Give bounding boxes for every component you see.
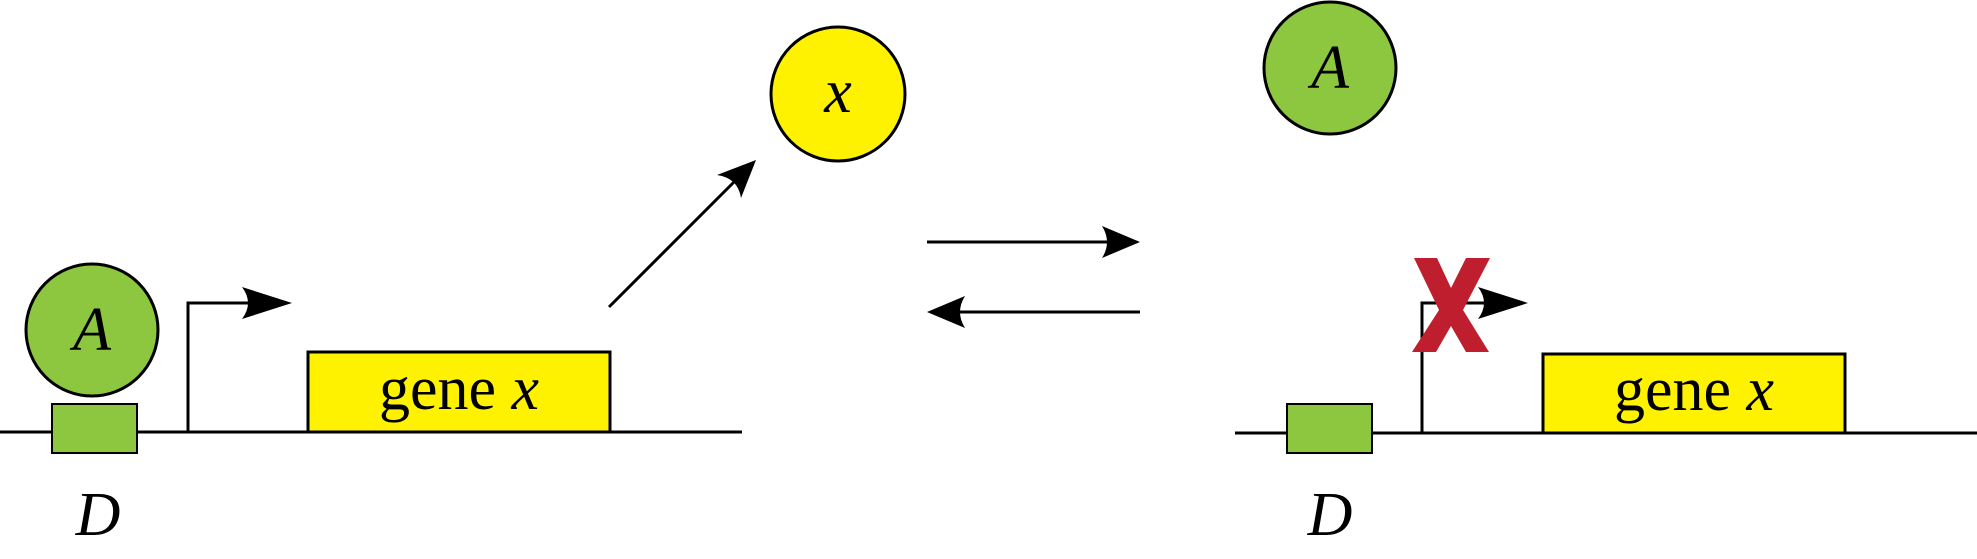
left-promoter-arrowhead-icon — [242, 287, 292, 319]
left-promoter-arrow — [186, 287, 292, 432]
right-binding-site — [1286, 403, 1373, 454]
expression-arrowhead-icon — [717, 160, 756, 198]
right-promoter-arrow — [1420, 287, 1528, 433]
left-gene-label: gene x — [379, 355, 540, 423]
right-activator-circle — [1262, 0, 1398, 136]
left-activator-circle — [24, 262, 160, 398]
product-x-circle — [769, 25, 907, 163]
left-state: A D gene x x — [0, 25, 907, 549]
right-binding-site-label: D — [1307, 481, 1353, 549]
red-x-icon — [1412, 258, 1490, 352]
reversible-arrows-icon — [927, 226, 1140, 328]
right-activator-label: A — [1307, 34, 1350, 102]
right-promoter-arrowhead-icon — [1478, 287, 1528, 319]
right-gene-label: gene x — [1614, 356, 1775, 424]
left-activator-label: A — [69, 296, 112, 364]
left-binding-site-label: D — [75, 481, 121, 549]
product-x-label: x — [823, 58, 852, 126]
right-gene-box — [1541, 352, 1847, 435]
expression-arrow — [607, 160, 756, 309]
left-binding-site — [51, 403, 138, 454]
right-state: A D gene x — [1235, 0, 1977, 549]
left-gene-box — [306, 350, 612, 434]
